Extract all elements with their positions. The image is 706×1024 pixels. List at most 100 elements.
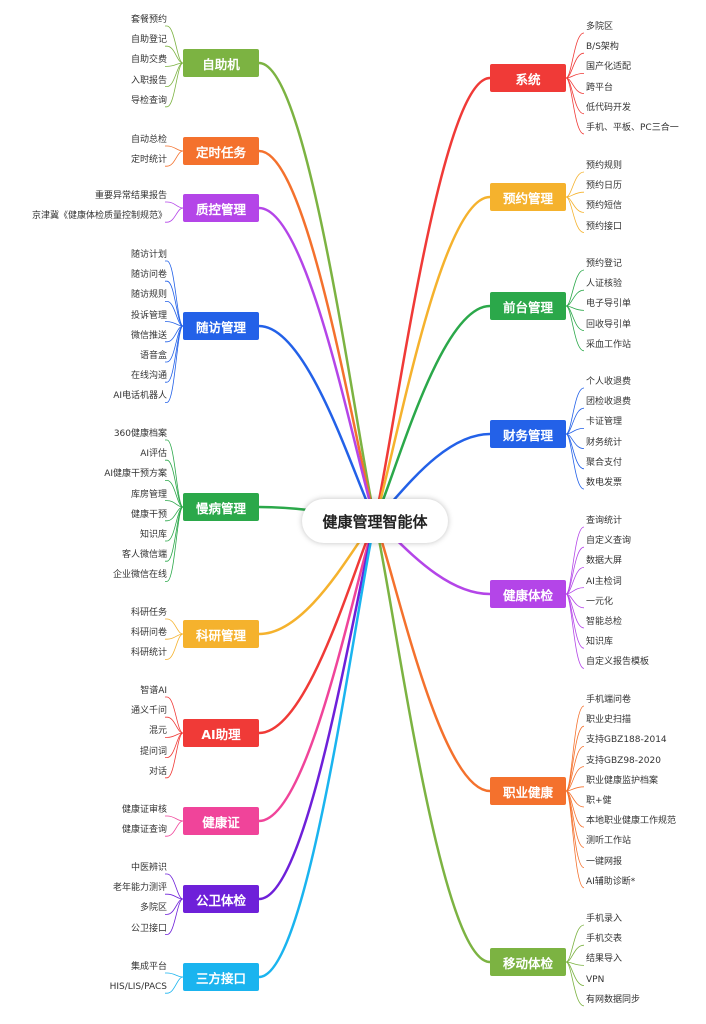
leaf-node[interactable]: 财务统计 (586, 437, 623, 448)
leaf-node[interactable]: 入职报告 (130, 75, 167, 86)
branch-node[interactable]: 健康体检 (490, 580, 566, 608)
leaf-node[interactable]: 采血工作站 (586, 339, 632, 350)
branch-node[interactable]: 科研管理 (183, 620, 259, 648)
branch-node[interactable]: 公卫体检 (183, 885, 259, 913)
leaf-node[interactable]: 手机录入 (586, 914, 623, 924)
leaf-node[interactable]: 预约短信 (586, 201, 623, 212)
leaf-node[interactable]: VPN (586, 974, 605, 985)
leaf-node[interactable]: AI电话机器人 (113, 391, 167, 402)
leaf-node[interactable]: 企业微信在线 (112, 570, 167, 581)
leaf-node[interactable]: 京津冀《健康体检质量控制规范》 (31, 211, 167, 222)
leaf-node[interactable]: 自定义报告模板 (586, 657, 650, 668)
branch-node[interactable]: 定时任务 (183, 137, 259, 165)
leaf-node[interactable]: 客人微信端 (121, 550, 167, 561)
leaf-node[interactable]: 公卫接口 (130, 923, 167, 934)
leaf-node[interactable]: 重要异常结果报告 (94, 191, 167, 201)
leaf-node[interactable]: 投诉管理 (130, 310, 167, 321)
leaf-node[interactable]: 导检查询 (130, 95, 167, 106)
leaf-node[interactable]: 中医辨识 (130, 863, 167, 873)
leaf-node[interactable]: 自助登记 (130, 35, 167, 46)
leaf-node[interactable]: 结果导入 (586, 954, 623, 965)
leaf-node[interactable]: 科研统计 (130, 648, 167, 659)
leaf-node[interactable]: 数电发票 (586, 478, 623, 488)
leaf-node[interactable]: 健康证审核 (121, 805, 167, 815)
leaf-node[interactable]: 健康证查询 (121, 825, 167, 836)
branch-node[interactable]: 前台管理 (490, 292, 566, 320)
leaf-node[interactable]: 职业健康监护档案 (586, 775, 659, 786)
leaf-node[interactable]: 智谱AI (140, 686, 167, 696)
leaf-node[interactable]: 混元 (148, 726, 167, 737)
branch-node[interactable]: 移动体检 (490, 948, 566, 976)
leaf-node[interactable]: 手机交表 (586, 934, 623, 945)
leaf-node[interactable]: 自定义查询 (586, 536, 632, 547)
leaf-node[interactable]: 团检收退费 (586, 397, 632, 408)
leaf-node[interactable]: 跨平台 (586, 82, 614, 93)
leaf-node[interactable]: 聚合支付 (586, 457, 623, 468)
leaf-node[interactable]: 卡证管理 (586, 417, 623, 428)
branch-node[interactable]: 健康证 (183, 807, 259, 835)
branch-node[interactable]: 质控管理 (183, 194, 259, 222)
leaf-node[interactable]: 360健康档案 (113, 429, 167, 439)
leaf-node[interactable]: 个人收退费 (586, 377, 632, 387)
leaf-node[interactable]: 知识库 (586, 637, 614, 648)
leaf-node[interactable]: 集成平台 (130, 962, 167, 972)
leaf-node[interactable]: 多院区 (586, 22, 614, 32)
leaf-node[interactable]: 预约接口 (586, 221, 623, 232)
leaf-node[interactable]: 健康干预 (130, 509, 167, 520)
leaf-node[interactable]: 科研任务 (130, 608, 167, 618)
leaf-node[interactable]: 职业史扫描 (586, 715, 632, 726)
leaf-node[interactable]: AI健康干预方案 (104, 469, 167, 480)
leaf-node[interactable]: 一键网报 (586, 856, 623, 867)
leaf-node[interactable]: AI辅助诊断* (586, 876, 636, 887)
leaf-node[interactable]: 知识库 (139, 530, 167, 540)
leaf-node[interactable]: 随访规则 (130, 290, 167, 301)
leaf-node[interactable]: 国产化适配 (586, 62, 632, 73)
leaf-node[interactable]: 数据大屏 (586, 556, 623, 567)
leaf-node[interactable]: 科研问卷 (130, 628, 167, 639)
leaf-node[interactable]: 一元化 (586, 596, 614, 607)
leaf-node[interactable]: 库房管理 (130, 489, 167, 500)
leaf-node[interactable]: 套餐预约 (130, 15, 167, 25)
leaf-node[interactable]: 支持GBZ98-2020 (586, 755, 661, 766)
leaf-node[interactable]: 在线沟通 (130, 371, 167, 382)
leaf-node[interactable]: 手机端问卷 (586, 695, 632, 705)
branch-node[interactable]: 预约管理 (490, 183, 566, 211)
leaf-node[interactable]: 随访计划 (130, 250, 167, 260)
leaf-node[interactable]: 职+健 (586, 796, 612, 806)
leaf-node[interactable]: B/S架构 (586, 42, 619, 53)
leaf-node[interactable]: 语音盒 (139, 351, 167, 361)
leaf-node[interactable]: 电子导引单 (586, 299, 632, 310)
leaf-node[interactable]: 本地职业健康工作规范 (586, 816, 677, 827)
leaf-node[interactable]: HIS/LIS/PACS (109, 982, 167, 993)
leaf-node[interactable]: 有网数据同步 (586, 994, 641, 1005)
leaf-node[interactable]: 通义千问 (130, 706, 167, 717)
leaf-node[interactable]: 回收导引单 (586, 319, 632, 330)
leaf-node[interactable]: 自动总检 (130, 135, 167, 145)
leaf-node[interactable]: 测听工作站 (586, 836, 632, 847)
leaf-node[interactable]: 预约规则 (586, 161, 623, 171)
branch-node[interactable]: AI助理 (183, 719, 259, 747)
leaf-node[interactable]: 查询统计 (586, 516, 623, 526)
branch-node[interactable]: 三方接口 (183, 963, 259, 991)
leaf-node[interactable]: 定时统计 (130, 155, 167, 166)
branch-node[interactable]: 慢病管理 (183, 493, 259, 521)
leaf-node[interactable]: 智能总检 (586, 617, 623, 627)
branch-node[interactable]: 财务管理 (490, 420, 566, 448)
leaf-node[interactable]: 低代码开发 (586, 102, 632, 113)
leaf-node[interactable]: AI主检词 (586, 576, 622, 587)
leaf-node[interactable]: 多院区 (139, 903, 167, 914)
leaf-node[interactable]: 人证核验 (586, 279, 623, 290)
branch-node[interactable]: 职业健康 (490, 777, 566, 805)
leaf-node[interactable]: 预约日历 (586, 181, 623, 192)
branch-node[interactable]: 随访管理 (183, 312, 259, 340)
leaf-node[interactable]: AI评估 (140, 449, 167, 460)
leaf-node[interactable]: 手机、平板、PC三合一 (586, 123, 679, 133)
leaf-node[interactable]: 老年能力测评 (112, 883, 167, 894)
leaf-node[interactable]: 提问词 (139, 746, 167, 757)
leaf-node[interactable]: 预约登记 (586, 259, 623, 269)
leaf-node[interactable]: 微信推送 (130, 330, 167, 341)
branch-node[interactable]: 系统 (490, 64, 566, 92)
leaf-node[interactable]: 对话 (148, 766, 167, 777)
leaf-node[interactable]: 自助交费 (130, 55, 167, 66)
branch-node[interactable]: 自助机 (183, 49, 259, 77)
